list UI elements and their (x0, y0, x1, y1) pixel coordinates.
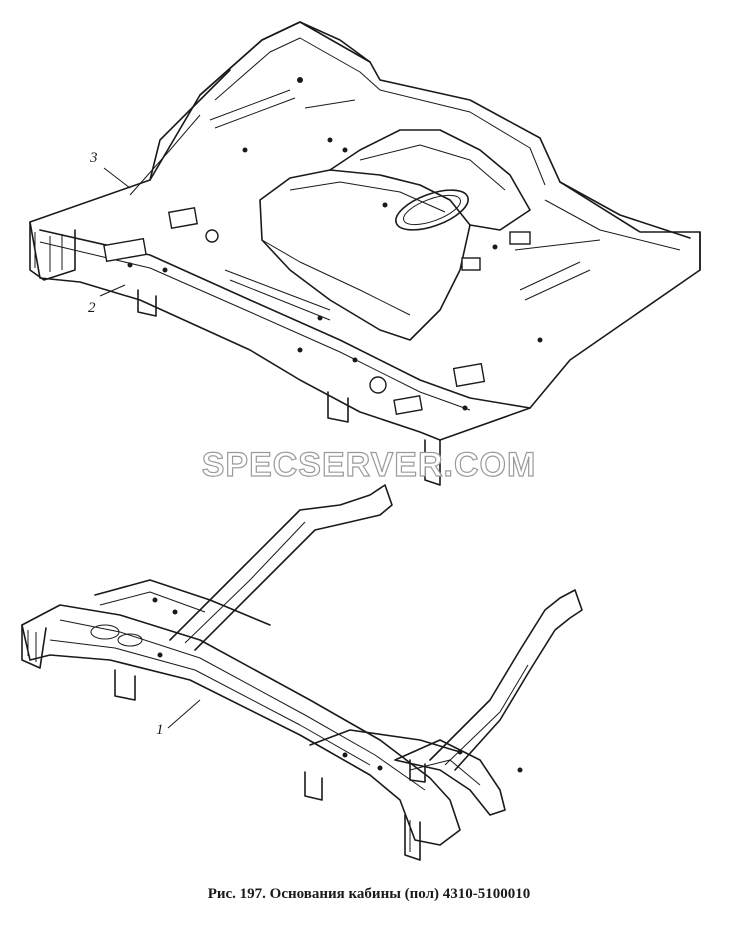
cab-floor-panel (29, 21, 701, 486)
leader-lines-lower (167, 699, 201, 729)
leader-lines-upper (99, 167, 131, 297)
callout-2: 2 (88, 300, 96, 316)
cab-base-frame (21, 484, 583, 861)
callout-1: 1 (156, 722, 164, 738)
leader-line-1 (167, 699, 201, 729)
leader-line-3 (103, 167, 131, 189)
watermark: SPECSERVER.COM (201, 445, 537, 484)
leader-line-2 (99, 284, 126, 297)
callout-3: 3 (90, 150, 98, 166)
figure-caption: Рис. 197. Основания кабины (пол) 4310-51… (207, 886, 531, 902)
